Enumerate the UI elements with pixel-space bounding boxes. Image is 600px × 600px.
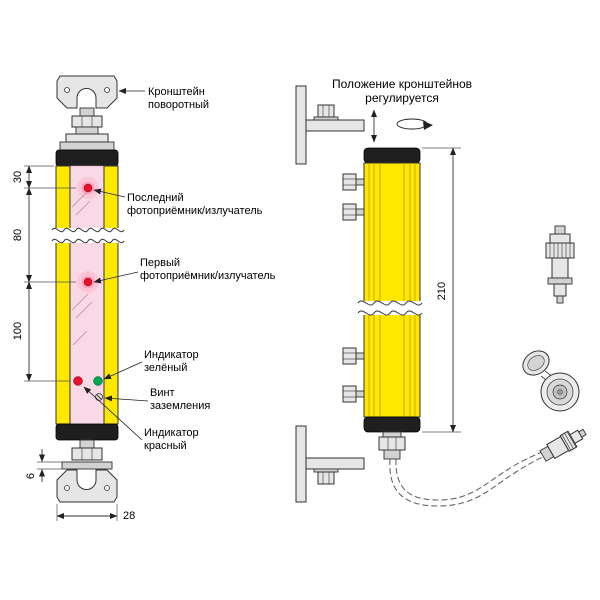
ground-screw-label-line2: заземления xyxy=(150,400,210,412)
callout-ground-screw: Винт заземления xyxy=(104,387,210,412)
green-indicator-label-line2: зелёный xyxy=(144,362,187,374)
side-bottom-bolt-head xyxy=(317,471,335,485)
ground-screw xyxy=(95,393,103,401)
side-view: Положение кронштейнов регулируется xyxy=(295,77,546,507)
green-indicator-led xyxy=(93,376,103,386)
top-rotating-bracket xyxy=(56,75,118,109)
dim-210: 210 xyxy=(436,282,448,300)
last-receiver-dot xyxy=(83,183,93,193)
bracket-label-line1: Кронштейн xyxy=(148,86,205,98)
front-view: 30 80 100 6 28 Кронштейн поворотный xyxy=(12,75,276,522)
dim-28: 28 xyxy=(123,510,135,522)
note-line1: Положение кронштейнов xyxy=(332,77,472,91)
bottom-stud-assembly xyxy=(61,439,113,470)
side-mounting-studs xyxy=(342,173,365,403)
side-break-lines xyxy=(357,300,423,316)
dim-30: 30 xyxy=(12,171,24,183)
side-bottom-bracket-plate xyxy=(295,425,307,503)
side-bottom-cap xyxy=(363,416,421,433)
bottom-bracket-hole-left xyxy=(64,485,70,491)
side-top-cap xyxy=(363,147,421,164)
last-receiver-label-line1: Последний xyxy=(127,192,184,204)
front-right-rail xyxy=(103,165,119,425)
side-bottom-bracket-arm xyxy=(305,457,365,470)
bottom-rotating-bracket xyxy=(56,469,118,503)
bottom-bracket-plate xyxy=(56,469,118,503)
first-receiver-dot xyxy=(83,277,93,287)
side-top-bracket-plate xyxy=(295,85,307,165)
straight-connector xyxy=(545,225,575,304)
cable-plug xyxy=(539,428,587,462)
front-break-lines xyxy=(51,227,125,244)
top-stud xyxy=(79,107,95,117)
first-receiver-beam xyxy=(77,271,99,293)
front-callouts: Кронштейн поворотный Последний фотоприём… xyxy=(83,86,276,452)
side-body-ribs xyxy=(368,163,416,417)
stud-2 xyxy=(342,203,365,221)
top-hex-nut xyxy=(71,115,103,128)
green-indicator-label-line1: Индикатор xyxy=(144,349,199,361)
stud-3 xyxy=(342,347,365,365)
bracket-label-line2: поворотный xyxy=(148,99,209,111)
side-body xyxy=(363,162,421,418)
bottom-bracket-hole-right xyxy=(104,485,110,491)
stud-1 xyxy=(342,173,365,191)
front-top-cap xyxy=(55,149,119,167)
top-base xyxy=(59,141,115,151)
stud-4 xyxy=(342,385,365,403)
front-bottom-cap xyxy=(55,423,119,441)
side-top-bracket xyxy=(295,85,365,165)
red-indicator-label-line2: красный xyxy=(144,440,187,452)
ground-screw-label-line1: Винт xyxy=(150,387,175,399)
cable-gland xyxy=(378,431,406,460)
top-bracket-plate xyxy=(56,75,118,109)
socket-with-cap xyxy=(522,350,580,412)
side-top-bolt-head xyxy=(317,104,335,118)
cable xyxy=(389,451,546,507)
note-line2: регулируется xyxy=(365,91,439,105)
last-receiver-label-line2: фотоприёмник/излучатель xyxy=(127,205,263,217)
first-receiver-label-line1: Первый xyxy=(140,257,180,269)
last-receiver-beam xyxy=(77,177,99,199)
top-stud-assembly xyxy=(59,107,115,151)
rotation-arrow xyxy=(396,118,433,130)
red-indicator-led xyxy=(73,376,83,386)
side-profile xyxy=(342,147,423,433)
top-washer xyxy=(75,126,99,135)
front-body xyxy=(55,165,119,425)
window-hatching xyxy=(71,192,93,346)
callout-first-receiver: Первый фотоприёмник/излучатель xyxy=(93,257,276,284)
callout-red-indicator: Индикатор красный xyxy=(83,386,199,452)
bottom-hex-nut xyxy=(71,447,103,461)
dim-100: 100 xyxy=(12,322,24,340)
dim-80: 80 xyxy=(12,229,24,241)
callout-green-indicator: Индикатор зелёный xyxy=(103,349,199,380)
top-bracket-hole-right xyxy=(104,87,110,93)
top-flange xyxy=(65,133,109,143)
front-dimension-plate: 6 xyxy=(25,449,62,482)
top-bracket-hole-left xyxy=(64,87,70,93)
callout-bracket: Кронштейн поворотный xyxy=(118,86,209,111)
connector-details xyxy=(522,225,587,462)
side-top-bracket-arm xyxy=(305,119,365,132)
front-left-rail xyxy=(55,165,71,425)
adjustability-note: Положение кронштейнов регулируется xyxy=(332,77,472,143)
red-indicator-label-line1: Индикатор xyxy=(144,427,199,439)
front-dimension-chain: 30 80 100 xyxy=(12,165,76,382)
side-dimension-height: 210 xyxy=(422,147,461,433)
first-receiver-label-line2: фотоприёмник/излучатель xyxy=(140,270,276,282)
side-bottom-bracket xyxy=(295,425,365,503)
bottom-stud xyxy=(79,439,95,449)
callout-last-receiver: Последний фотоприёмник/излучатель xyxy=(93,188,263,217)
front-dimension-width: 28 xyxy=(56,504,135,522)
bottom-thin-plate xyxy=(61,461,113,470)
dim-6: 6 xyxy=(25,473,37,479)
